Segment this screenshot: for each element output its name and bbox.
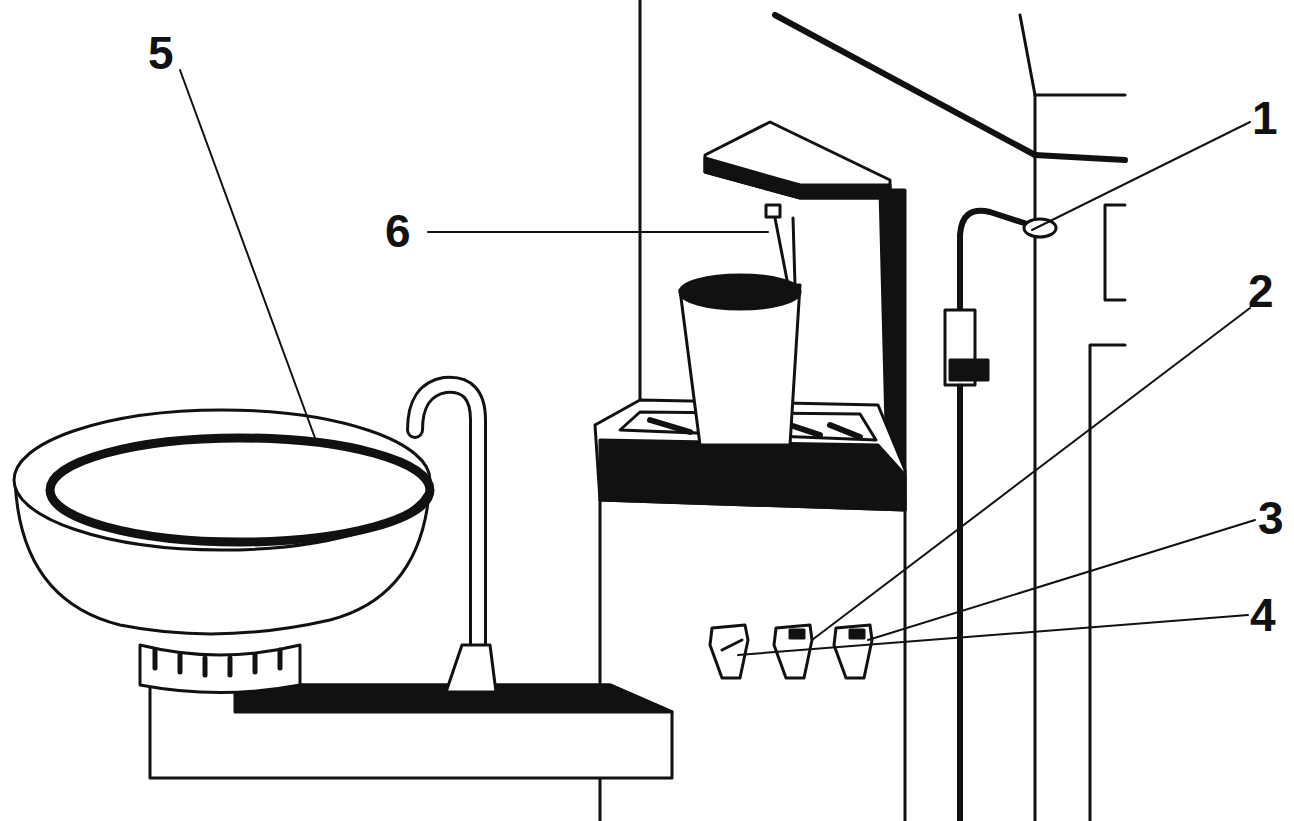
callout-number: 6 [385,208,411,254]
spittoon [14,385,672,778]
cup-filler [595,122,905,510]
callout-number: 2 [1248,268,1274,314]
callout-number: 4 [1250,592,1276,638]
instrument-hose [945,211,1056,821]
callout-number: 3 [1258,495,1284,541]
callout-number: 5 [148,30,174,76]
leader-lines [180,70,1255,655]
callout-number: 1 [1252,95,1278,141]
